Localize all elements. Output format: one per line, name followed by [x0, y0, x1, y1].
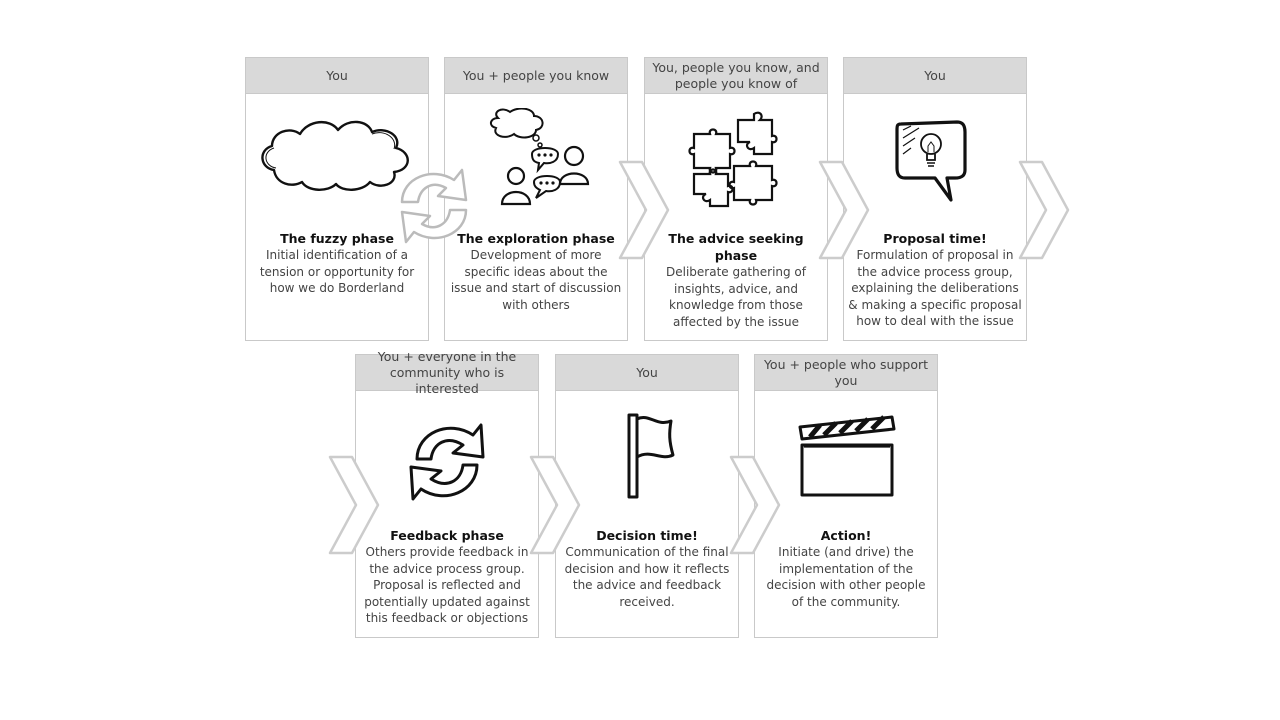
phase-card-decision: You Decision time! Communication of the …: [555, 354, 739, 638]
phase-description: Deliberate gathering of insights, advice…: [665, 265, 806, 329]
phase-description: Initiate (and drive) the implementation …: [766, 545, 926, 609]
phase-description: Others provide feedback in the advice pr…: [364, 545, 530, 625]
flag-icon: [556, 405, 738, 525]
phase-actor: You + everyone in the community who is i…: [356, 349, 538, 396]
phase-title: The fuzzy phase: [280, 231, 394, 246]
phase-card-feedback: You + everyone in the community who is i…: [355, 349, 539, 638]
phase-card-action: You + people who support you Action! Ini…: [754, 354, 938, 638]
chevron-right-icon: [818, 160, 870, 260]
phase-description: Formulation of proposal in the advice pr…: [848, 248, 1022, 328]
cloud-icon: [246, 108, 428, 228]
clapperboard-icon: [755, 405, 937, 525]
phase-description: Communication of the final decision and …: [564, 545, 730, 609]
phase-actor: You: [556, 355, 738, 391]
chevron-right-icon: [729, 455, 781, 555]
phase-title: Action!: [820, 528, 872, 543]
phase-description: Development of more specific ideas about…: [450, 248, 622, 312]
phase-actor: You + people you know: [445, 58, 627, 94]
phase-actor: You: [844, 58, 1026, 94]
phase-title: The advice seeking phase: [668, 231, 804, 263]
chevron-right-icon: [529, 455, 581, 555]
phase-card-advice-seeking: You, people you know, and people you kno…: [644, 57, 828, 341]
phase-card-proposal: You Proposal time! Formulation of propos…: [843, 57, 1027, 341]
chevron-right-icon: [618, 160, 670, 260]
phase-actor: You + people who support you: [755, 355, 937, 391]
phase-actor: You: [246, 58, 428, 94]
chevron-right-icon: [1018, 160, 1070, 260]
phase-card-exploration: You + people you know The exploration ph…: [444, 57, 628, 341]
phase-title: Feedback phase: [390, 528, 504, 543]
phase-title: Decision time!: [596, 528, 698, 543]
lightbulb-speech-bubble-icon: [844, 108, 1026, 228]
phase-title: The exploration phase: [457, 231, 615, 246]
phase-actor: You, people you know, and people you kno…: [645, 58, 827, 94]
chevron-right-icon: [328, 455, 380, 555]
cycle-arrow-icon: [400, 168, 468, 244]
discussion-people-icon: [445, 108, 627, 228]
phase-description: Initial identification of a tension or o…: [259, 248, 415, 295]
phase-card-fuzzy: You The fuzzy phase Initial identificati…: [245, 57, 429, 341]
phase-title: Proposal time!: [883, 231, 987, 246]
refresh-arrows-icon: [356, 405, 538, 525]
puzzle-pieces-icon: [645, 108, 827, 228]
